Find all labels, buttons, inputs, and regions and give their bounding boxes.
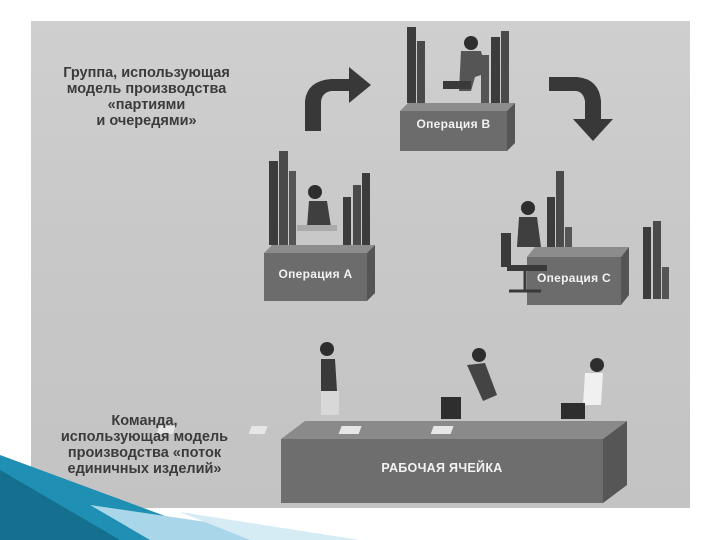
heading-line: и очередями» [96, 113, 197, 129]
heading-line: Команда, [111, 413, 178, 429]
heading-line: единичных изделий» [67, 461, 222, 477]
arrow-right-curved-icon [305, 67, 371, 131]
batch-queue-heading: Группа, использующая модель производства… [39, 65, 254, 129]
station-c [501, 171, 669, 305]
work-cell [156, 342, 627, 503]
station-b-label: Операция В [416, 117, 491, 131]
diagram-artwork [156, 27, 669, 503]
arrow-down-curved-icon [549, 77, 613, 141]
heading-line: использующая модель [60, 429, 229, 445]
station-c-label: Операция С [536, 271, 611, 285]
work-cell-label: РАБОЧАЯ ЯЧЕЙКА [381, 461, 503, 475]
diagram-photo: Группа, использующая модель производства… [31, 21, 690, 508]
single-piece-flow-heading: Команда, использующая модель производств… [37, 413, 252, 477]
heading-line: модель производства [66, 81, 227, 97]
station-a-label: Операция А [278, 267, 353, 281]
heading-line: Группа, использующая [63, 65, 230, 81]
heading-line: производства «поток [67, 445, 222, 461]
station-a [264, 151, 375, 301]
heading-line: «партиями [107, 97, 186, 113]
station-b [400, 27, 515, 151]
